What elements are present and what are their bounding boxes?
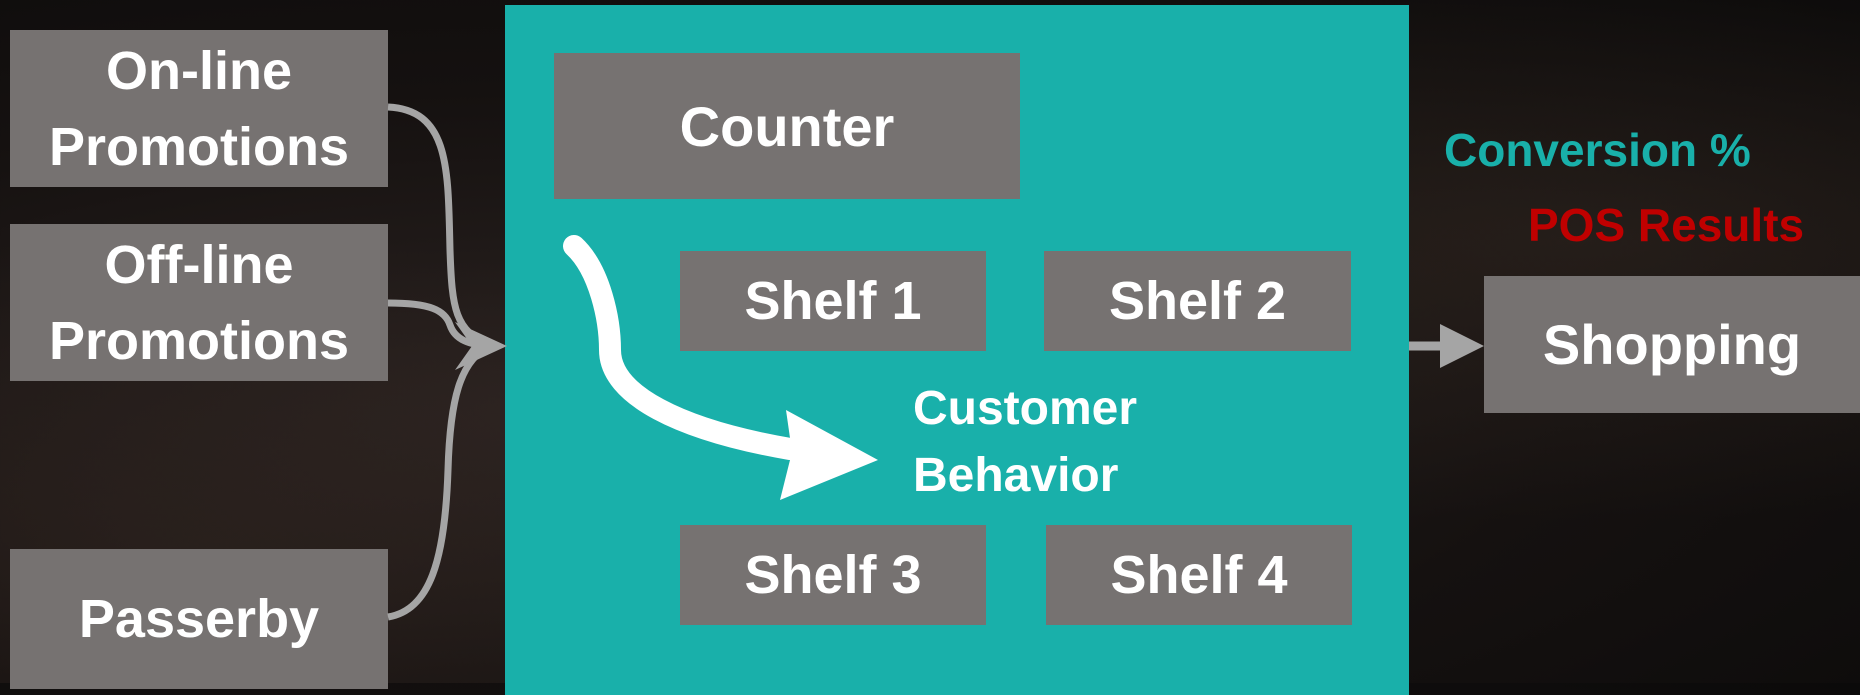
online-promotions-line2: Promotions <box>48 116 349 177</box>
counter-box: Counter <box>554 53 1020 199</box>
counter-label: Counter <box>679 94 895 158</box>
offline-promotions-box: Off-line Promotions <box>10 224 388 381</box>
online-connector <box>387 103 492 350</box>
shelf-2-box: Shelf 2 <box>1044 251 1351 351</box>
shopping-label: Shopping <box>1542 313 1802 376</box>
shelf-4-label: Shelf 4 <box>1110 545 1288 605</box>
shelf-2-label: Shelf 2 <box>1108 271 1287 331</box>
shelf-3-label: Shelf 3 <box>744 545 922 605</box>
shopping-box: Shopping <box>1484 276 1860 413</box>
passerby-label: Passerby <box>78 589 320 649</box>
store-entry-arrowhead <box>455 322 507 370</box>
passerby-box: Passerby <box>10 549 388 689</box>
passerby-connector <box>387 342 492 621</box>
online-promotions-box: On-line Promotions <box>10 30 388 187</box>
customer-behavior-label: Customer Behavior <box>913 375 1137 509</box>
shopping-arrowhead <box>1440 324 1484 368</box>
customer-behavior-arrow-body <box>563 235 801 460</box>
customer-behavior-arrowhead <box>780 410 878 500</box>
shelf-1-label: Shelf 1 <box>744 271 922 331</box>
store-area: Counter Shelf 1 Shelf 2 Shelf 3 Shelf 4 … <box>505 5 1409 695</box>
online-promotions-line1: On-line <box>106 40 292 101</box>
shelf-3-box: Shelf 3 <box>680 525 986 625</box>
shelf-4-box: Shelf 4 <box>1046 525 1352 625</box>
offline-promotions-line2: Promotions <box>48 310 349 371</box>
conversion-label: Conversion % <box>1444 124 1751 176</box>
pos-results-label: POS Results <box>1528 199 1805 251</box>
offline-promotions-line1: Off-line <box>104 234 294 295</box>
shelf-1-box: Shelf 1 <box>680 251 986 351</box>
customer-behavior-line1: Customer <box>913 382 1138 435</box>
customer-behavior-line2: Behavior <box>913 449 1119 502</box>
